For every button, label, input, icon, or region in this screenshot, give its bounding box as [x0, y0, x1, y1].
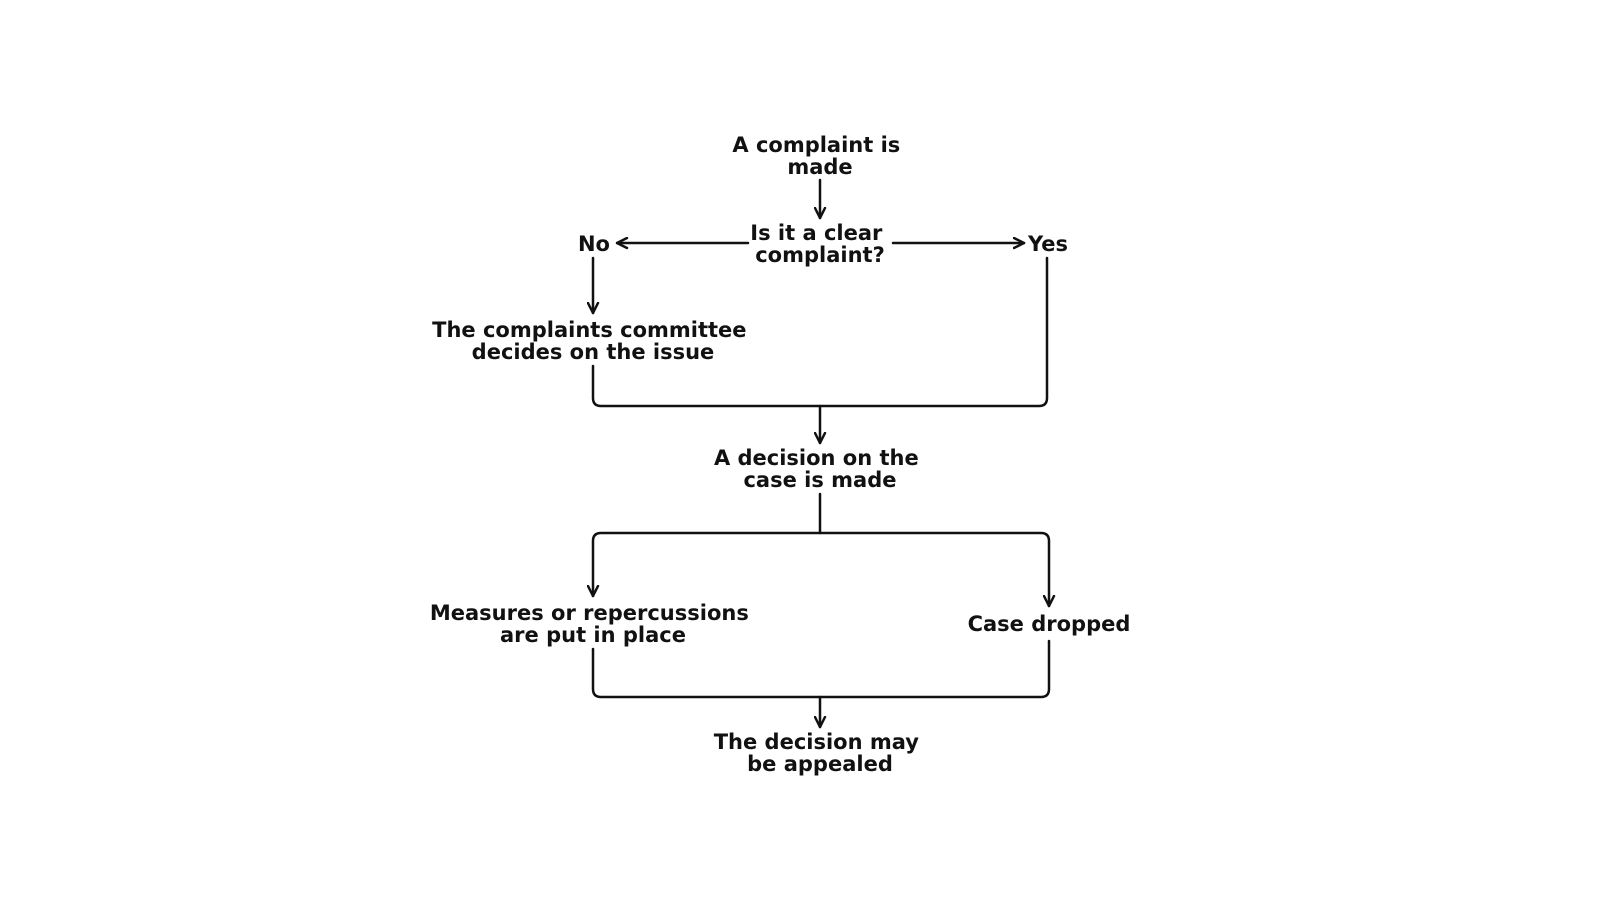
node-measures-line-2: are put in place — [500, 623, 686, 647]
node-decision-made-line-2: case is made — [743, 468, 896, 492]
node-clear-complaint-line-1: Is it a clear — [750, 221, 883, 245]
branch-label-no-text: No — [578, 232, 610, 256]
node-case-dropped: Case dropped — [968, 612, 1131, 636]
node-clear-complaint-line-2: complaint? — [755, 243, 885, 267]
node-case-dropped-text: Case dropped — [968, 612, 1131, 636]
node-complaint-made: A complaint is made — [732, 133, 907, 179]
node-clear-complaint-question: Is it a clear complaint? — [750, 221, 889, 267]
node-appeal-line-2: be appealed — [747, 752, 893, 776]
connector-decision-split — [586, 531, 1056, 608]
node-measures-in-place: Measures or repercussions are put in pla… — [430, 601, 756, 647]
node-complaint-made-line-2: made — [787, 155, 852, 179]
connector-outcomes-merge — [591, 639, 1051, 699]
node-committee-decides: The complaints committee decides on the … — [432, 318, 754, 364]
node-decision-may-be-appealed: The decision may be appealed — [714, 730, 927, 776]
connectors — [586, 178, 1056, 729]
node-decision-made: A decision on the case is made — [714, 446, 926, 492]
node-appeal-line-1: The decision may — [714, 730, 920, 754]
branch-label-yes: Yes — [1027, 232, 1068, 256]
node-complaint-made-line-1: A complaint is — [732, 133, 900, 157]
node-measures-line-1: Measures or repercussions — [430, 601, 749, 625]
branch-label-no: No — [578, 232, 610, 256]
node-committee-decides-line-1: The complaints committee — [432, 318, 746, 342]
node-decision-made-line-1: A decision on the — [714, 446, 919, 470]
node-committee-decides-line-2: decides on the issue — [472, 340, 715, 364]
branch-label-yes-text: Yes — [1027, 232, 1068, 256]
